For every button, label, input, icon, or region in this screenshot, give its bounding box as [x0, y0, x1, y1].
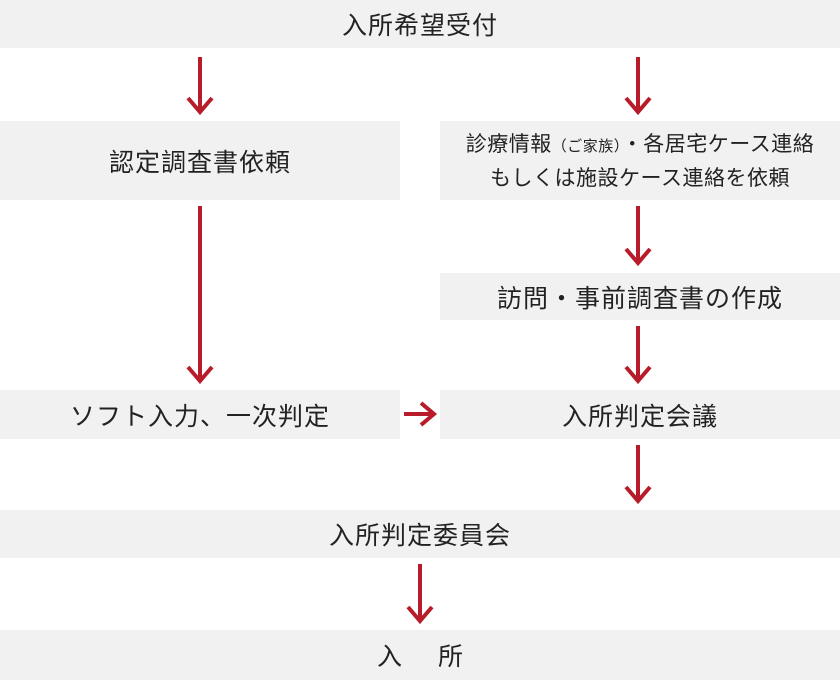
node-medical-request-note: （ご家族）: [551, 136, 622, 155]
arrow-decision-to-committee: [624, 445, 652, 505]
node-medical-request: 診療情報（ご家族）・各居宅ケース連絡 もしくは施設ケース連絡を依頼: [440, 121, 840, 200]
arrow-software-to-decision: [404, 401, 438, 427]
node-decision-meeting-label: 入所判定会議: [561, 401, 718, 431]
arrow-intake-to-medical: [624, 57, 652, 116]
node-admission-char2: 所: [438, 642, 464, 671]
arrow-visit-to-decision: [624, 326, 652, 385]
node-admission-label: 入所: [377, 637, 463, 673]
node-software-label: ソフト入力、一次判定: [69, 401, 330, 431]
node-visit-label: 訪問・事前調査書の作成: [496, 283, 783, 313]
node-intake-label: 入所希望受付: [341, 11, 498, 40]
arrow-survey-to-software: [186, 206, 214, 385]
node-survey-request: 認定調査書依頼: [0, 121, 400, 200]
node-admission-char1: 入: [376, 642, 402, 671]
node-software: ソフト入力、一次判定: [0, 390, 400, 439]
arrow-intake-to-survey: [186, 57, 214, 116]
node-decision-meeting: 入所判定会議: [440, 390, 840, 439]
node-committee: 入所判定委員会: [0, 510, 840, 558]
arrow-committee-to-admission: [406, 564, 434, 625]
node-survey-request-label: 認定調査書依頼: [108, 147, 291, 177]
node-medical-request-line2: もしくは施設ケース連絡を依頼: [490, 165, 790, 190]
node-medical-request-line1-a: 診療情報: [465, 131, 552, 156]
node-committee-label: 入所判定委員会: [328, 521, 511, 550]
arrow-medical-to-visit: [624, 206, 652, 267]
node-admission: 入所: [0, 630, 840, 680]
node-visit: 訪問・事前調査書の作成: [440, 273, 840, 320]
node-intake: 入所希望受付: [0, 0, 840, 48]
node-medical-request-line1-b: ・各居宅ケース連絡: [621, 131, 815, 156]
node-medical-request-line1: 診療情報（ご家族）・各居宅ケース連絡: [466, 128, 814, 162]
